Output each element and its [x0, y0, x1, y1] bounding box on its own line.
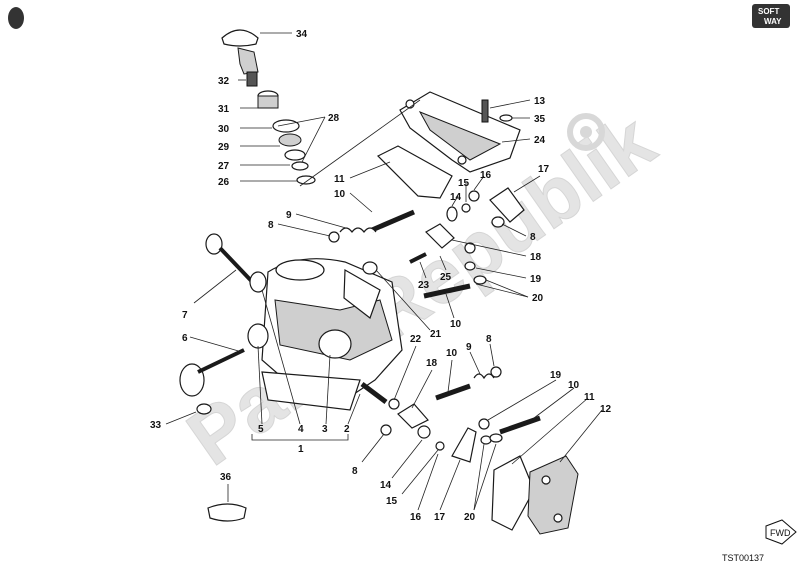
cover-gasket-lower — [491, 455, 535, 531]
callout-15-lower: 15 — [386, 496, 398, 507]
valve-seal-lower — [247, 323, 269, 349]
callout-8-lower: 8 — [486, 334, 492, 345]
rocker-assembly-lower — [360, 366, 541, 463]
callout-20-lower: 20 — [464, 512, 476, 523]
callout-17-lower: 17 — [434, 512, 446, 523]
corner-mark-icon — [8, 7, 24, 29]
callout-3: 3 — [322, 424, 328, 435]
callout-10-lower: 10 — [446, 348, 458, 359]
callout-10-right: 10 — [568, 380, 580, 391]
callout-9-upper: 9 — [286, 210, 292, 221]
callout-16-upper: 16 — [480, 170, 492, 181]
callout-13: 13 — [534, 96, 546, 107]
callout-15-upper: 15 — [458, 178, 470, 189]
callout-10-mid: 10 — [450, 319, 462, 330]
callout-19-lower: 19 — [550, 370, 562, 381]
callout-11-upper: 11 — [334, 174, 345, 185]
callout-12: 12 — [600, 404, 612, 415]
callout-8-bottom: 8 — [352, 466, 358, 477]
valve-seal-upper — [249, 271, 267, 293]
callout-9-lower: 9 — [466, 342, 472, 353]
fwd-label: FWD — [770, 528, 791, 538]
callout-26: 26 — [218, 177, 230, 188]
callout-labels: 34 32 31 30 29 27 26 28 13 35 24 11 10 9… — [150, 29, 612, 523]
callout-14-lower: 14 — [380, 480, 392, 491]
callout-4: 4 — [298, 424, 304, 435]
callout-35: 35 — [534, 114, 546, 125]
softway-logo: SOFT WAY — [752, 4, 790, 28]
callout-29: 29 — [218, 142, 230, 153]
callout-31: 31 — [218, 104, 230, 115]
callout-32: 32 — [218, 76, 230, 87]
callout-8-upper: 8 — [268, 220, 274, 231]
callout-10-upper: 10 — [334, 189, 346, 200]
filler-cap-stack — [221, 29, 316, 185]
callout-36: 36 — [220, 472, 232, 483]
valve-exhaust — [179, 348, 245, 397]
cylinder-head — [261, 258, 403, 411]
drawing-code: TST00137 — [722, 553, 764, 563]
callout-11-lower: 11 — [584, 392, 595, 403]
callout-25: 25 — [440, 272, 452, 283]
callout-20-upper: 20 — [532, 293, 544, 304]
callout-18-lower: 18 — [426, 358, 438, 369]
callout-7: 7 — [182, 310, 188, 321]
logo-line-2: WAY — [764, 17, 782, 26]
callout-19-upper: 19 — [530, 274, 542, 285]
callout-18-upper: 18 — [530, 252, 542, 263]
callout-14-upper: 14 — [450, 192, 462, 203]
callout-24: 24 — [534, 135, 546, 146]
callout-2: 2 — [344, 424, 350, 435]
cover-gasket-upper — [376, 145, 453, 199]
fwd-direction-tag: FWD — [765, 519, 797, 545]
callout-30: 30 — [218, 124, 230, 135]
logo-line-1: SOFT — [758, 7, 779, 16]
gear-watermark-icon — [567, 113, 605, 151]
callout-28: 28 — [328, 113, 340, 124]
callout-34: 34 — [296, 29, 308, 40]
leader-lines — [165, 32, 603, 511]
plug-33 — [196, 403, 212, 415]
callout-8-right: 8 — [530, 232, 536, 243]
callout-6: 6 — [182, 333, 188, 344]
callout-33: 33 — [150, 420, 162, 431]
cam-cover-lower — [527, 455, 579, 535]
callout-5: 5 — [258, 424, 264, 435]
seal-cup-36 — [207, 503, 247, 522]
callout-1: 1 — [298, 444, 304, 455]
rocker-assembly-upper — [328, 187, 525, 299]
callout-23: 23 — [418, 280, 430, 291]
callout-16-lower: 16 — [410, 512, 422, 523]
callout-21: 21 — [430, 329, 442, 340]
callout-27: 27 — [218, 161, 230, 172]
callout-17-upper: 17 — [538, 164, 550, 175]
callout-22: 22 — [410, 334, 422, 345]
